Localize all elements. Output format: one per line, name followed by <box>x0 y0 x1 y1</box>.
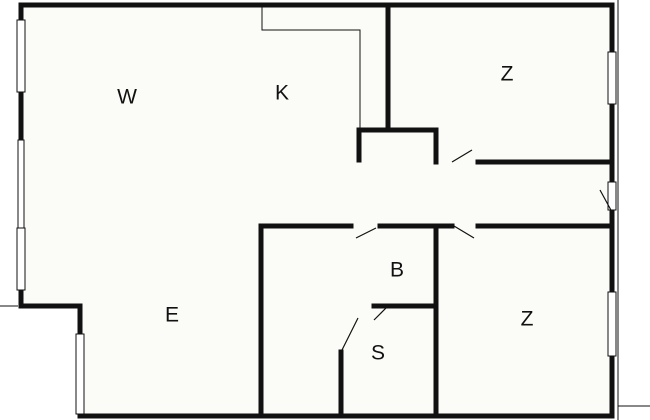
door-bedroom-bottom <box>453 225 475 239</box>
windows <box>16 19 617 415</box>
room-label-kitchen: K <box>275 82 289 105</box>
room-label-bedroom-top: Z <box>501 63 514 86</box>
room-label-bathroom: B <box>390 259 404 282</box>
room-label-entrance: E <box>165 304 179 327</box>
room-labels: W K Z B S E Z <box>117 63 534 365</box>
door-bathroom <box>355 227 377 239</box>
room-label-bedroom-bottom: Z <box>521 308 534 331</box>
window-left-middle <box>17 139 25 233</box>
window-right-top <box>607 51 617 105</box>
kitchen-counter <box>261 5 361 130</box>
window-right-middle <box>607 181 617 211</box>
room-label-living: W <box>117 86 137 109</box>
window-left-bottom <box>16 227 26 291</box>
doors <box>340 149 613 353</box>
door-storage <box>340 317 359 353</box>
outer-walls <box>18 2 615 419</box>
window-bottom-left <box>75 333 85 415</box>
door-entrance-right <box>599 189 613 213</box>
floor-area <box>21 5 612 416</box>
room-label-storage: S <box>371 342 385 365</box>
window-left-top <box>16 19 26 93</box>
interior-walls <box>258 2 615 419</box>
door-storage-leaf <box>373 305 389 321</box>
door-bedroom-top <box>451 149 473 163</box>
window-right-bottom <box>607 291 617 357</box>
